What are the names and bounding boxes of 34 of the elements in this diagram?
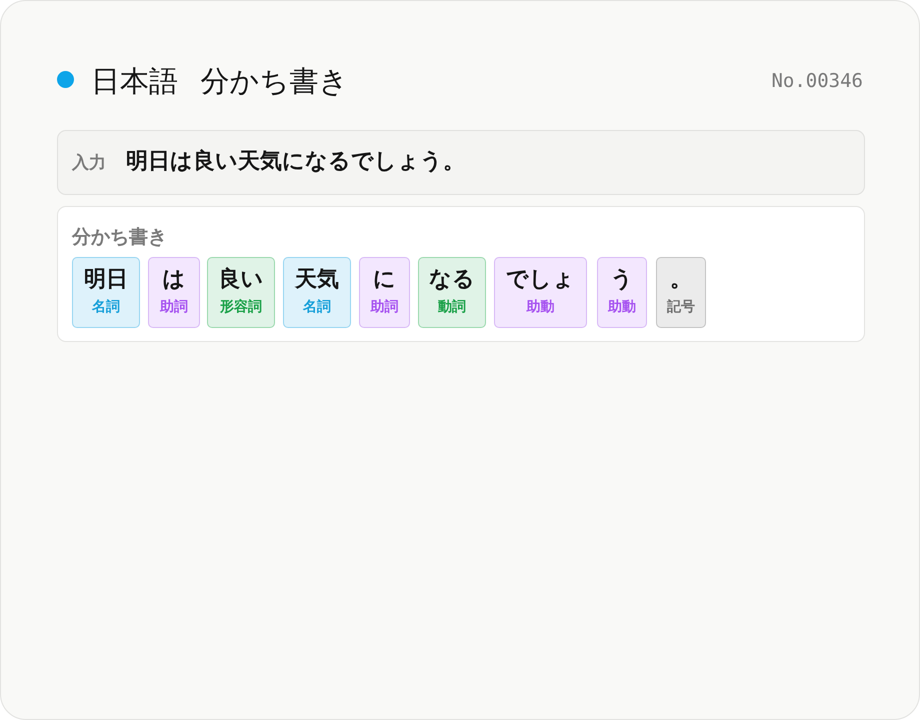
input-panel [57,130,865,195]
token-chip [656,257,706,328]
part-of-speech-label: 形容詞 [220,298,262,317]
token-text: でしょ [506,266,575,294]
part-of-speech-label: 名詞 [303,298,331,317]
record-number: No.00346 [771,69,863,93]
segmentation-panel [57,206,865,342]
title: 日本語 分かち書き [91,63,348,100]
token-chip [597,257,647,328]
token-text: に [373,266,396,294]
token-text: う [610,266,634,294]
token-text: 良い [218,266,264,294]
token-chip [207,257,275,328]
token-text: 明日 [84,266,128,294]
token-chip [494,257,587,328]
part-of-speech-label: 助詞 [370,298,398,317]
token-text: は [162,266,186,294]
token-chip [418,257,486,328]
token-text: 天気 [295,266,339,294]
input-sentence: 明日は良い天気になるでしょう。 [126,148,465,176]
token-chip [148,257,200,328]
section-heading: 分かち書き [72,225,167,250]
token-chip [359,257,410,328]
token-text: なる [429,266,475,294]
part-of-speech-label: 動詞 [438,298,466,317]
field-label: 入力 [72,152,106,175]
token-chip [72,257,140,328]
part-of-speech-label: 助詞 [160,298,188,317]
part-of-speech-label: 記号 [667,298,695,317]
part-of-speech-label: 助動 [608,298,636,317]
part-of-speech-label: 名詞 [92,298,120,317]
token-chip [283,257,351,328]
token-text: 。 [670,266,692,294]
part-of-speech-label: 助動 [526,298,554,317]
